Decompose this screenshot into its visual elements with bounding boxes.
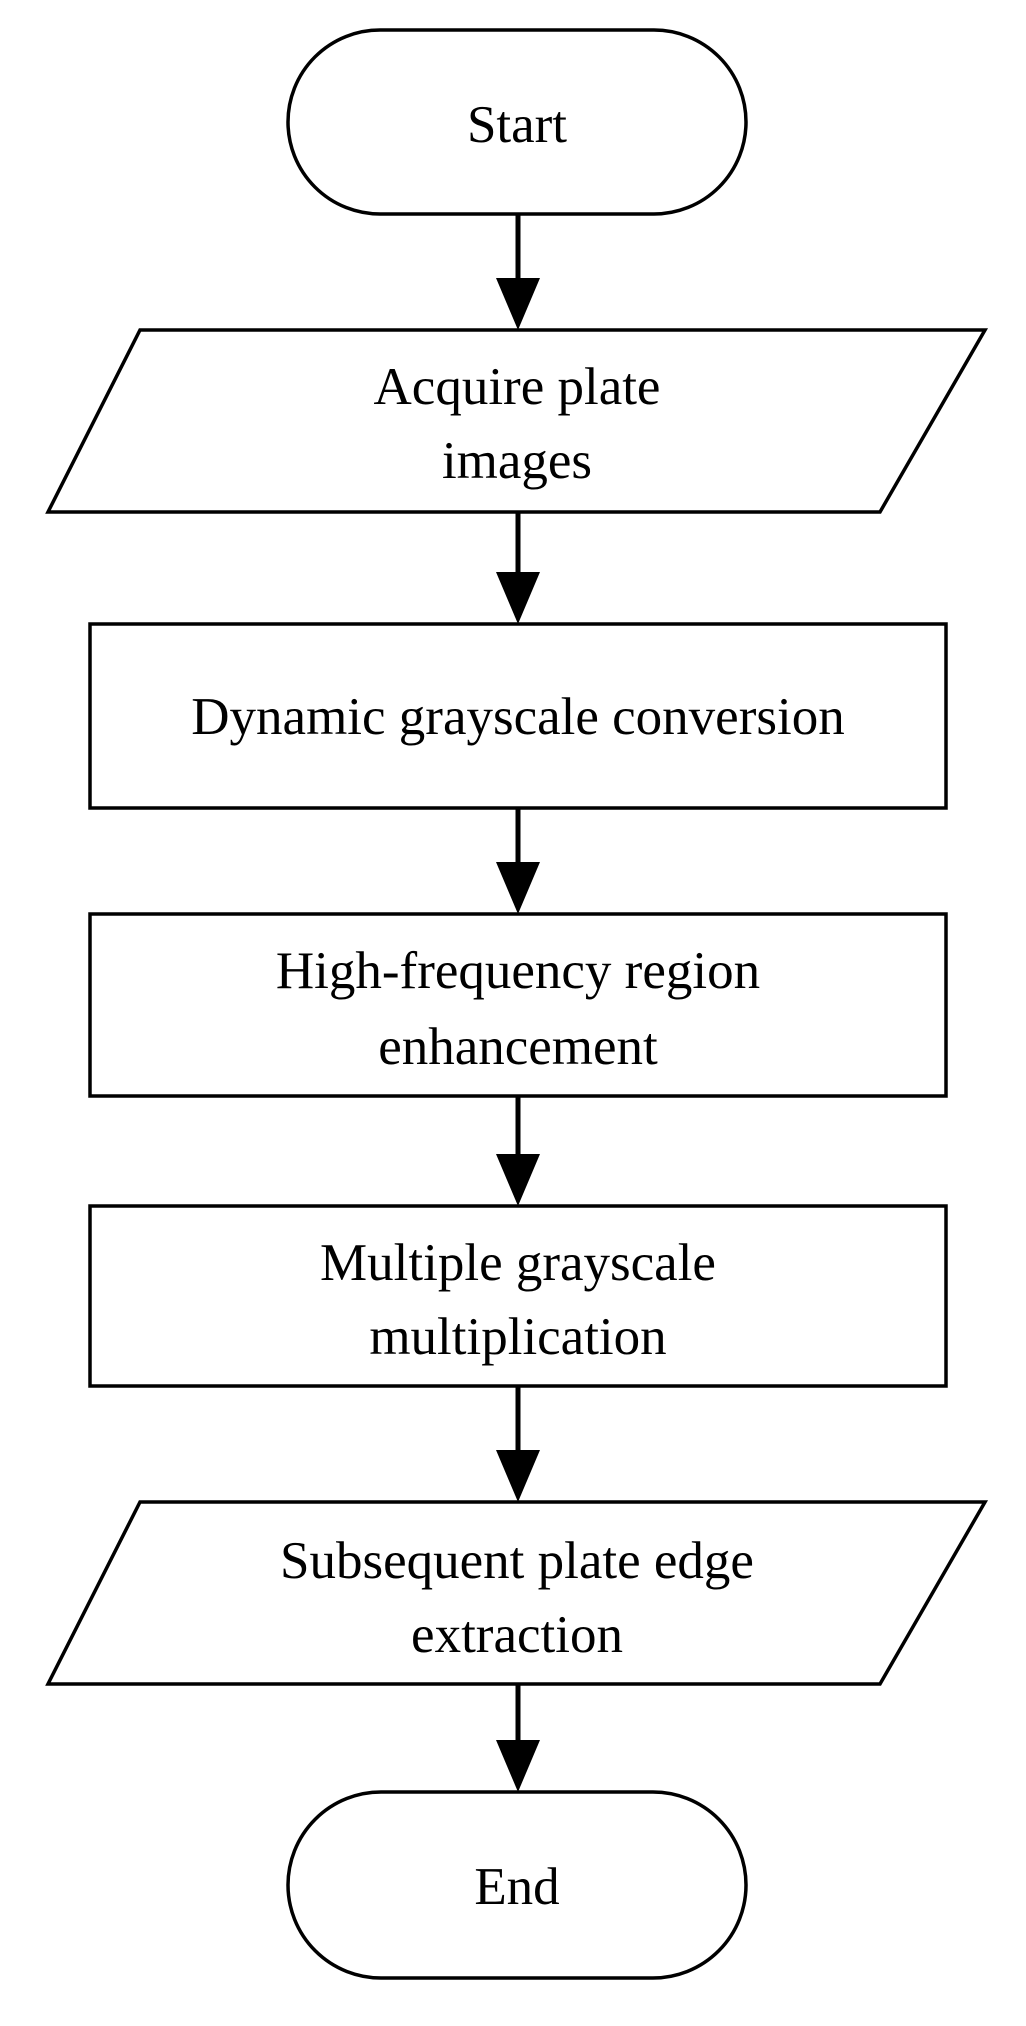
node-dynamic: Dynamic grayscale conversion: [88, 622, 948, 810]
node-highfreq-label-line1: High-frequency region: [276, 942, 760, 1000]
node-highfreq-label-line2: enhancement: [378, 1018, 658, 1076]
node-acquire-label-line1: Acquire plate: [374, 358, 661, 416]
process-highfreq-shape: [88, 912, 948, 1098]
node-multiple: Multiple grayscale multiplication: [88, 1204, 948, 1388]
terminator-start-shape: [286, 28, 748, 216]
arrowhead-acquire-dynamic: [496, 572, 540, 624]
arrowhead-subsequent-end: [496, 1740, 540, 1792]
arrowhead-start-acquire: [496, 278, 540, 330]
node-highfreq: High-frequency region enhancement: [88, 912, 948, 1098]
node-multiple-label-line2: multiplication: [369, 1308, 666, 1366]
arrowhead-highfreq-multiple: [496, 1154, 540, 1206]
connectors: [496, 214, 540, 1792]
arrowhead-multiple-subsequent: [496, 1450, 540, 1502]
terminator-end-shape: [286, 1790, 748, 1980]
arrowhead-dynamic-highfreq: [496, 862, 540, 914]
io-acquire-shape: [45, 328, 989, 514]
node-dynamic-label: Dynamic grayscale conversion: [191, 688, 844, 746]
node-subsequent-label-line1: Subsequent plate edge: [280, 1532, 754, 1590]
node-acquire: Acquire plate images: [45, 328, 989, 514]
node-start-label: Start: [467, 96, 567, 154]
node-subsequent-label-line2: extraction: [411, 1606, 623, 1664]
node-acquire-label-line2: images: [442, 432, 592, 490]
io-subsequent-shape: [45, 1500, 989, 1686]
node-start: Start: [286, 28, 748, 216]
node-subsequent: Subsequent plate edge extraction: [45, 1500, 989, 1686]
process-dynamic-shape: [88, 622, 948, 810]
process-multiple-shape: [88, 1204, 948, 1388]
node-multiple-label-line1: Multiple grayscale: [320, 1234, 716, 1292]
node-end-label: End: [474, 1858, 559, 1916]
node-end: End: [286, 1790, 748, 1980]
